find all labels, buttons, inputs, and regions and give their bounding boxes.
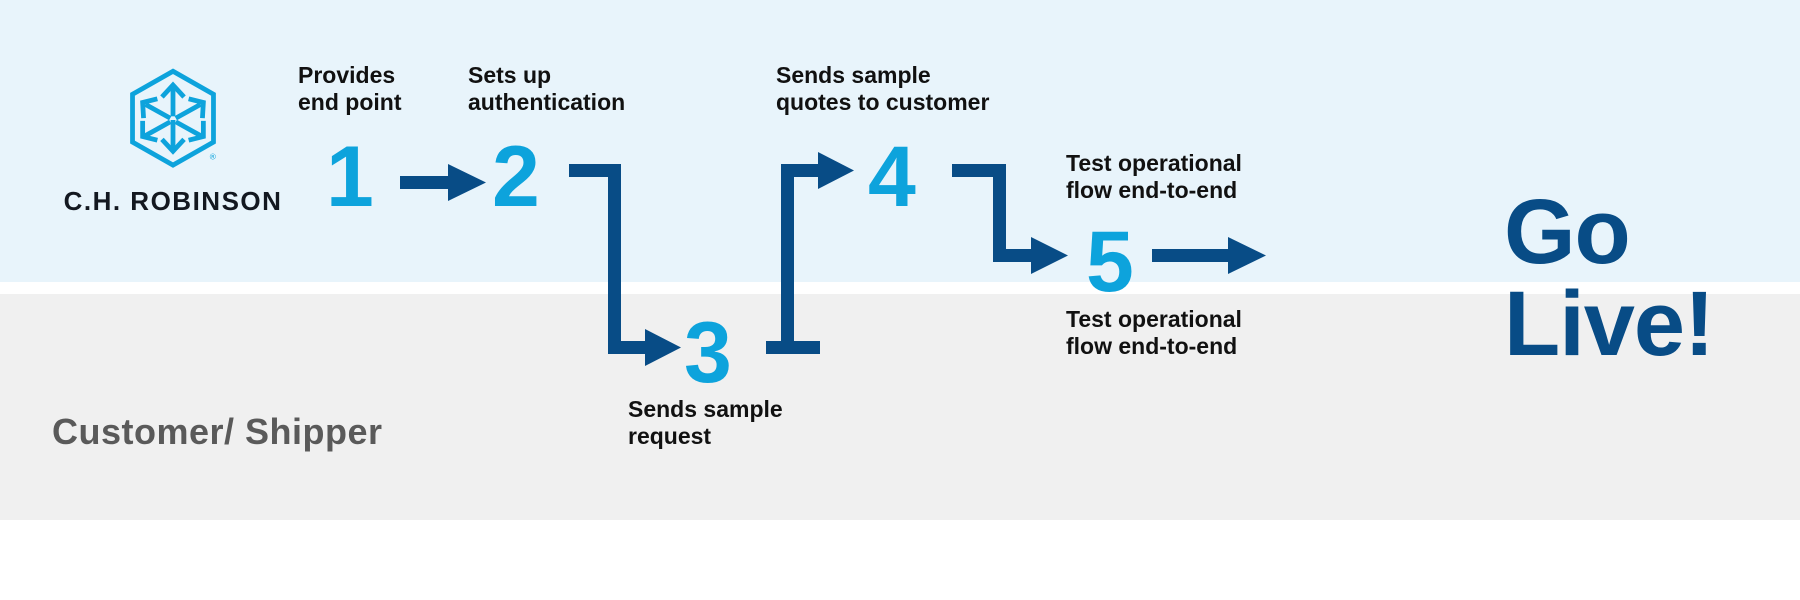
lane-label-customer: Customer/ Shipper	[52, 411, 383, 452]
step-5-number: 5	[1086, 214, 1134, 310]
brand-wordmark: C.H. ROBINSON	[63, 186, 283, 216]
hexagon-cube-arrows-logo: ®	[130, 68, 216, 168]
step-4-number: 4	[868, 129, 916, 225]
step-1-number: 1	[326, 129, 374, 225]
step-1-caption: Provides end point	[298, 62, 402, 116]
brand-block: ® C.H. ROBINSON	[48, 68, 298, 217]
step-3-number: 3	[684, 305, 732, 401]
step-5-caption-below: Test operational flow end-to-end	[1066, 306, 1242, 360]
step-3-caption: Sends sample request	[628, 396, 783, 450]
registered-mark: ®	[210, 153, 216, 162]
go-live-label: Go Live!	[1504, 181, 1715, 375]
step-2-number: 2	[492, 129, 540, 225]
lane-customer-band	[0, 294, 1800, 520]
step-2-caption: Sets up authentication	[468, 62, 626, 116]
step-5-caption-above: Test operational flow end-to-end	[1066, 150, 1242, 204]
lane-chrobinson-band	[0, 0, 1800, 282]
step-4-caption: Sends sample quotes to customer	[776, 62, 990, 116]
